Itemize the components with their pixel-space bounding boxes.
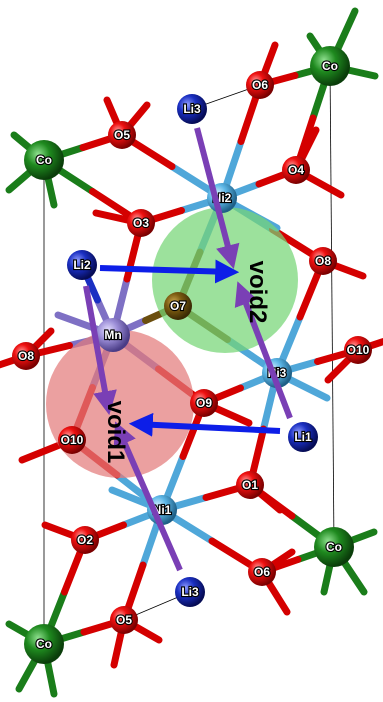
atom-o5-top: O5 [108, 121, 136, 149]
atom-o5-bottom: O5 [110, 606, 138, 634]
atom-label: O2 [77, 533, 93, 547]
atom-label: Li2 [73, 258, 91, 272]
atom-o3: O3 [127, 209, 155, 237]
atom-label: Co [36, 153, 52, 167]
atom-sphere [236, 471, 264, 499]
atom-label: O4 [288, 163, 304, 177]
arrow-li2-to-void1 [83, 285, 117, 416]
void1-label: void1 [102, 401, 129, 464]
atom-li1: Li1 [288, 422, 318, 452]
arrow-li1-to-void1 [128, 412, 281, 437]
atom-label: O10 [347, 343, 370, 357]
atom-label: O7 [170, 299, 186, 313]
atom-label: O8 [315, 254, 331, 268]
atom-co-top-right: Co [310, 46, 350, 86]
atom-sphere [127, 209, 155, 237]
atom-o8-right: O8 [309, 247, 337, 275]
arrow-li3-to-void2 [194, 127, 240, 269]
atom-sphere [314, 527, 354, 567]
atom-li3-bottom: Li3 [175, 577, 205, 607]
atom-label: O8 [18, 349, 34, 363]
atom-o10-left: O10 [58, 426, 86, 454]
atom-label: Co [36, 637, 52, 651]
atom-sphere [248, 558, 276, 586]
arrow-li1-to-void2 [234, 281, 293, 420]
atom-o9: O9 [190, 389, 218, 417]
atom-sphere [110, 606, 138, 634]
void2-label: void2 [244, 261, 271, 324]
atom-label: Li1 [294, 430, 312, 444]
arrow-li2-to-void2 [99, 259, 240, 284]
atom-label: O3 [133, 216, 149, 230]
atom-sphere [282, 156, 310, 184]
atom-sphere [58, 426, 86, 454]
atom-o2: O2 [71, 526, 99, 554]
atom-label: Co [326, 540, 342, 554]
atom-co-left: Co [24, 140, 64, 180]
atom-sphere [309, 247, 337, 275]
atom-mn: Mn [96, 318, 130, 352]
atom-sphere [12, 342, 40, 370]
atom-o4: O4 [282, 156, 310, 184]
atom-o8-left: O8 [12, 342, 40, 370]
atom-sphere [310, 46, 350, 86]
atom-sphere [175, 577, 205, 607]
unit-cell-edge [329, 65, 335, 548]
atom-label: O6 [254, 565, 270, 579]
atom-label: O5 [114, 128, 130, 142]
atom-li3-top: Li3 [177, 94, 207, 124]
atom-sphere [67, 250, 97, 280]
atom-sphere [108, 121, 136, 149]
atom-o6-bottom: O6 [248, 558, 276, 586]
atom-sphere [24, 624, 64, 664]
atom-o7: O7 [164, 292, 192, 320]
atom-o1: O1 [236, 471, 264, 499]
atom-sphere [24, 140, 64, 180]
atom-sphere [246, 71, 274, 99]
atom-sphere [190, 389, 218, 417]
atom-label: O9 [196, 396, 212, 410]
atom-label: Co [322, 59, 338, 73]
atom-label: O1 [242, 478, 258, 492]
atom-o6-top: O6 [246, 71, 274, 99]
arrow-li3-to-void1 [113, 421, 183, 572]
atom-label: O6 [252, 78, 268, 92]
atom-sphere [96, 318, 130, 352]
atom-sphere [71, 526, 99, 554]
atom-sphere [164, 292, 192, 320]
atom-label: Li3 [183, 102, 201, 116]
atom-co-bottom-right: Co [314, 527, 354, 567]
atom-label: Li3 [181, 585, 199, 599]
atom-label: O5 [116, 613, 132, 627]
atom-sphere [177, 94, 207, 124]
atom-label: O10 [61, 433, 84, 447]
atom-o10-right: O10 [344, 336, 372, 364]
atom-co-bottom-left: Co [24, 624, 64, 664]
atom-sphere [288, 422, 318, 452]
atom-sphere [344, 336, 372, 364]
atom-li2: Li2 [67, 250, 97, 280]
atom-label: Mn [104, 328, 121, 342]
migration-arrows [83, 127, 293, 572]
void-labels: void2 void1 [102, 261, 271, 464]
